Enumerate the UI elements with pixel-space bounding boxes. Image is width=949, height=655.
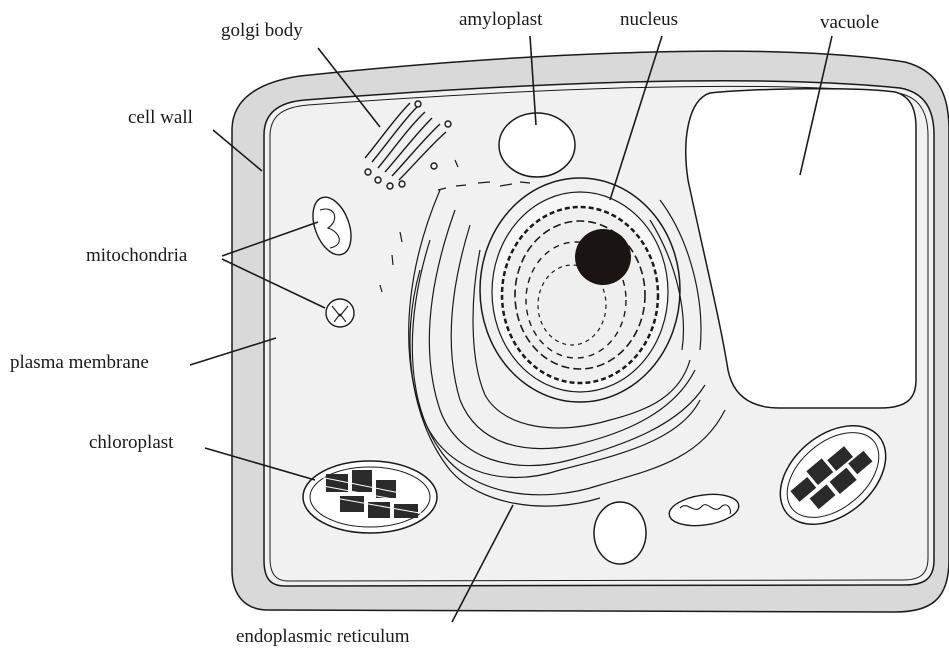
amyloplast-top	[499, 113, 575, 177]
label-nucleus: nucleus	[620, 10, 678, 29]
label-vacuole: vacuole	[820, 13, 879, 32]
amyloplast-bottom	[594, 502, 646, 564]
label-mitochondria: mitochondria	[86, 246, 187, 265]
chloroplast-left	[303, 461, 437, 533]
label-golgi-body: golgi body	[221, 21, 303, 40]
chromatin	[502, 207, 658, 383]
label-chloroplast: chloroplast	[89, 433, 173, 452]
mitochondrion-lower	[326, 299, 354, 327]
label-endoplasmic-reticulum: endoplasmic reticulum	[236, 627, 410, 646]
label-amyloplast: amyloplast	[459, 10, 542, 29]
label-cell-wall: cell wall	[128, 108, 193, 127]
label-plasma-membrane: plasma membrane	[10, 353, 149, 372]
nucleolus	[575, 229, 631, 285]
